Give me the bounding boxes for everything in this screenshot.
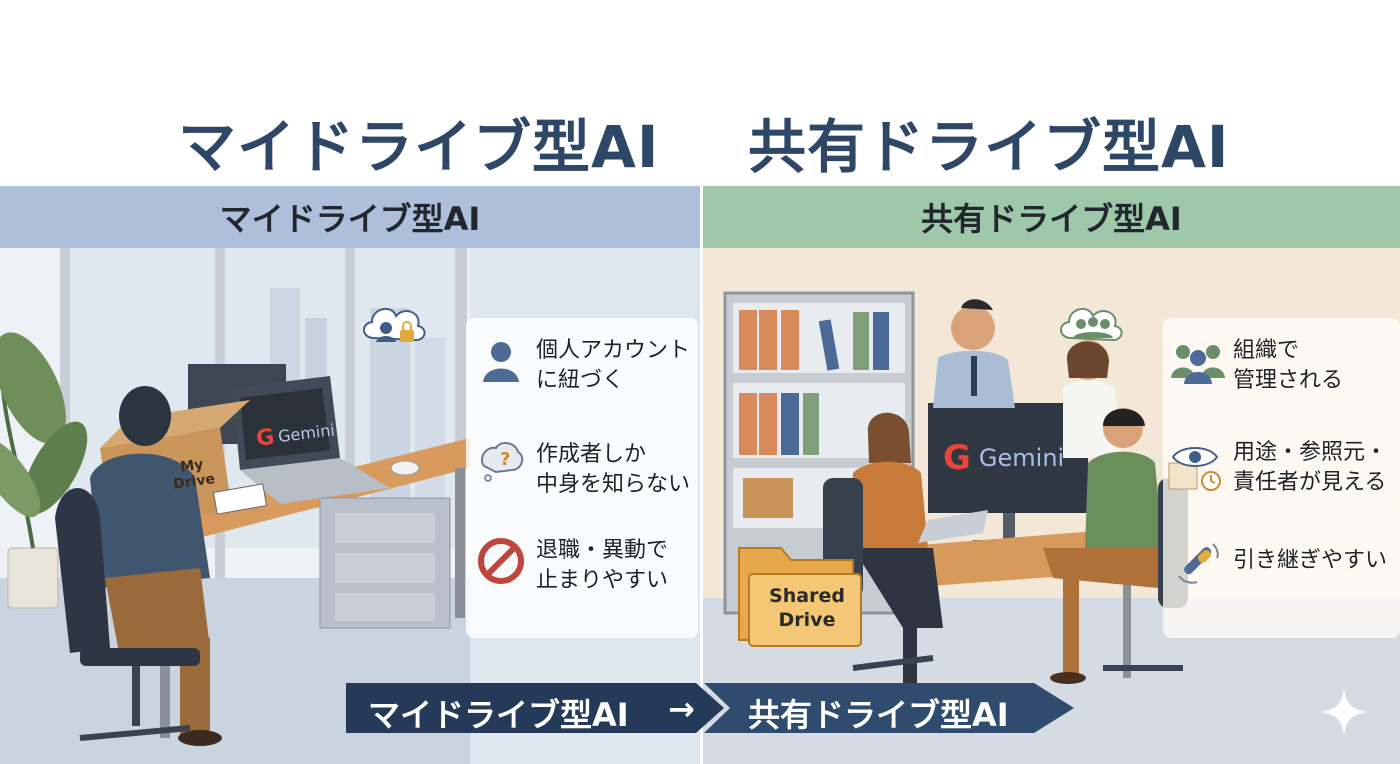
- baton-handoff-icon: [1178, 543, 1219, 584]
- question-bubble-icon: ?: [480, 442, 524, 482]
- office-illustration-right: [703, 248, 1400, 764]
- monitor-gemini-logo: G Gemini: [943, 438, 1064, 478]
- my-drive-office-scene: My Drive G Gemini 個人アカウント に紐づく ? 作成者しか: [0, 248, 700, 764]
- eye-document-icon: [1168, 447, 1221, 491]
- no-entry-icon: [478, 538, 524, 584]
- feature-only-creator-knows: 作成者しか 中身を知らない: [536, 442, 691, 497]
- flow-to-label: 共有ドライブ型AI: [748, 696, 1009, 734]
- google-g-icon: G: [943, 438, 971, 478]
- office-illustration-left: [0, 248, 470, 764]
- google-g-icon: G: [254, 424, 276, 452]
- my-drive-panel: マイドライブ型AI: [0, 186, 700, 764]
- cloud-lock-icon: [363, 307, 426, 342]
- flow-arrow-icon: →: [668, 690, 695, 728]
- flow-from-label: マイドライブ型AI: [368, 696, 629, 734]
- feature-org-managed: 組織で 管理される: [1233, 338, 1344, 393]
- group-icon: [1171, 345, 1225, 384]
- my-drive-panel-header: マイドライブ型AI: [0, 186, 700, 248]
- shared-drive-feature-card: 組織で 管理される 用途・参照元・ 責任者が見える 引き継ぎやすい: [1163, 318, 1400, 638]
- my-drive-feature-card: 個人アカウント に紐づく ? 作成者しか 中身を知らない 退職・異動で 止まりや…: [466, 318, 698, 638]
- person-icon: [483, 342, 519, 382]
- shared-drive-panel: 共有ドライブ型AI: [703, 186, 1400, 764]
- feature-personal-account: 個人アカウント に紐づく: [536, 338, 691, 393]
- feature-easy-handover: 引き継ぎやすい: [1233, 548, 1388, 573]
- shared-drive-panel-header: 共有ドライブ型AI: [703, 186, 1400, 248]
- transition-arrow-graphic: [346, 683, 1074, 733]
- feature-visible-purpose: 用途・参照元・ 責任者が見える: [1233, 440, 1388, 495]
- shared-drive-folder-label: Shared Drive: [769, 585, 845, 631]
- monitor-gemini-text: Gemini: [978, 444, 1065, 472]
- title-shared-drive-ai: 共有ドライブ型AI: [748, 113, 1230, 181]
- cloud-group-icon: [1060, 307, 1123, 342]
- my-drive-box-label: My Drive: [172, 456, 216, 493]
- svg-text:?: ?: [500, 449, 510, 470]
- shared-drive-office-scene: Shared Drive G Gemini 組織で 管理される: [703, 248, 1400, 764]
- laptop-gemini-text: Gemini: [277, 420, 336, 447]
- sparkle-icon: [1320, 688, 1368, 736]
- title-my-drive-ai: マイドライブ型AI: [178, 113, 660, 181]
- feature-stops-on-transfer: 退職・異動で 止まりやすい: [536, 538, 669, 593]
